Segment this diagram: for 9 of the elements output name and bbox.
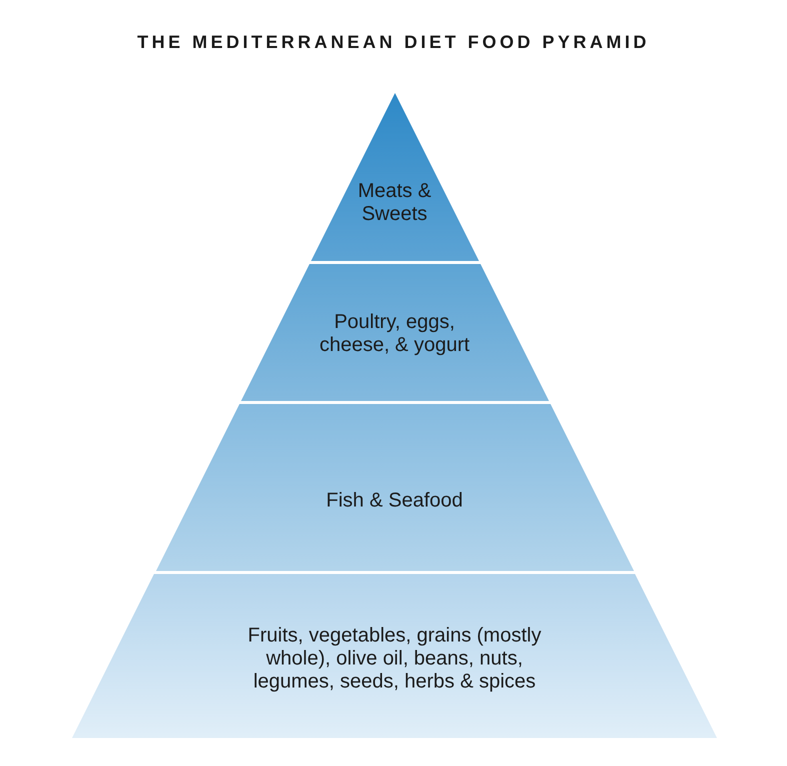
pyramid-tier (72, 574, 717, 738)
pyramid-tier (310, 93, 478, 261)
pyramid-tier (240, 264, 548, 401)
tier-label: Fruits, vegetables, grains (mostly whole), olive oil, beans, nuts, legumes, seeds, herbs & spices (246, 624, 542, 694)
pyramid-tier (156, 404, 634, 571)
tier-label: Meats & Sweets (356, 180, 432, 226)
diagram-title: THE MEDITERRANEAN DIET FOOD PYRAMID (137, 31, 650, 54)
tier-label: Poultry, eggs, cheese, & yogurt (318, 311, 471, 357)
tier-label: Fish & Seafood (326, 490, 463, 512)
